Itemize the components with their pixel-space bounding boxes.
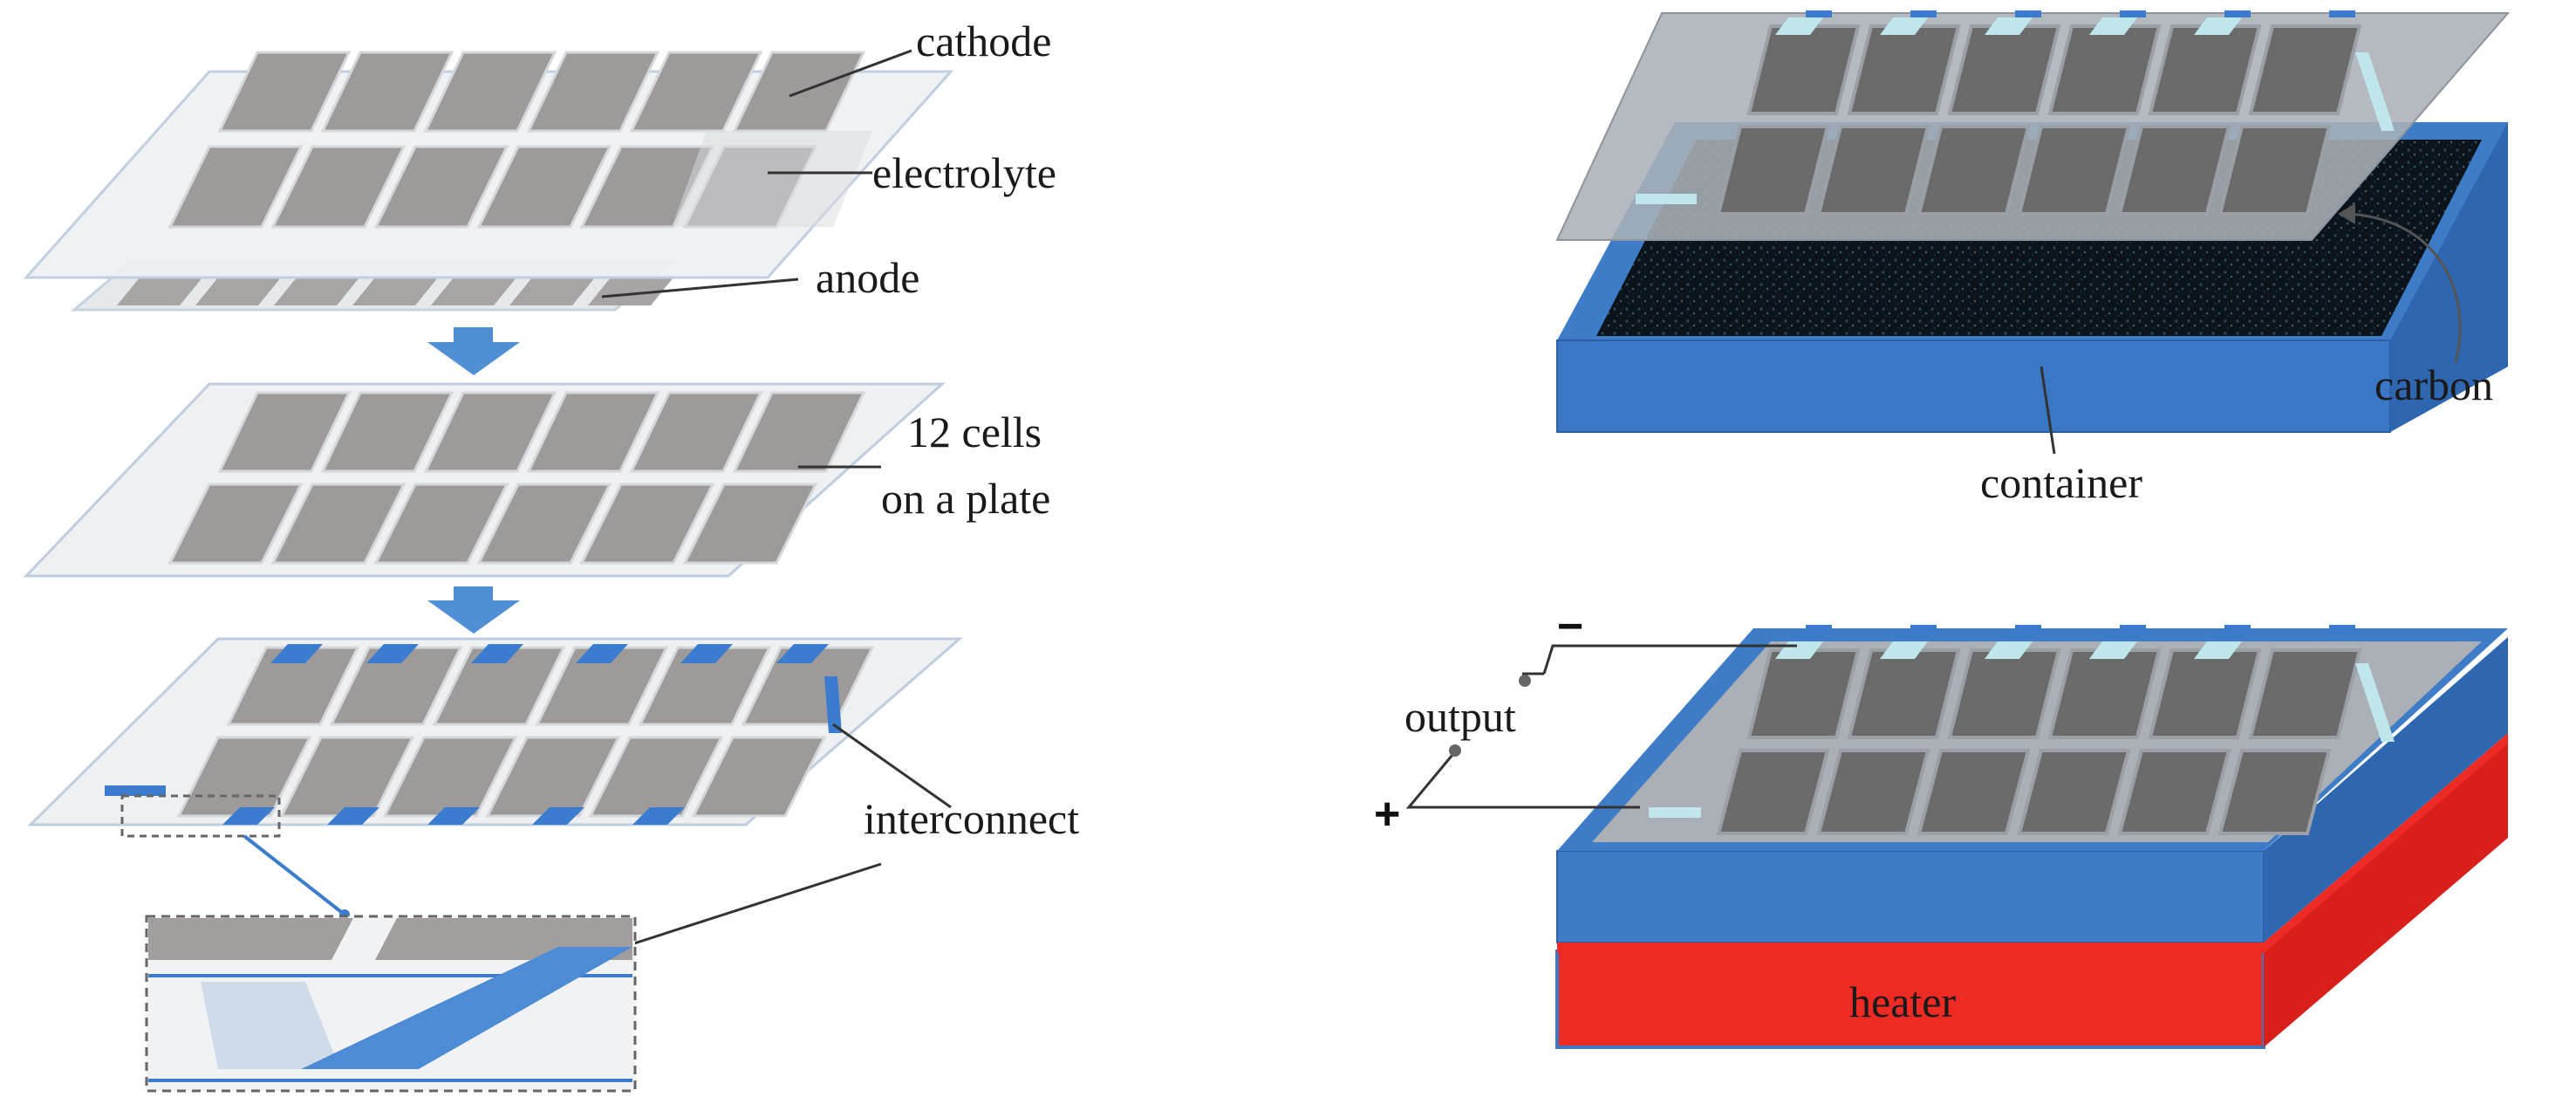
cells-plate [23, 382, 946, 578]
output-wires [1405, 644, 1797, 809]
down-arrow-icon [427, 327, 520, 375]
minus-terminal-icon: − [1557, 601, 1583, 652]
carbon-leader [2346, 212, 2462, 363]
output-label: output [1404, 692, 1516, 741]
cathode-label: cathode [916, 17, 1051, 65]
layer-stack [23, 51, 954, 312]
cells-label-line2: on a plate [881, 474, 1050, 523]
interconnect-tabs [105, 644, 842, 825]
interconnect-label: interconnect [864, 794, 1079, 843]
container-label: container [1980, 458, 2142, 507]
assembled-stack [1555, 625, 2508, 1049]
carbon-label: carbon [2374, 360, 2493, 409]
zoom-box [120, 794, 281, 838]
anode-label: anode [816, 253, 919, 302]
plus-terminal-icon: + [1374, 789, 1400, 840]
left-panel: cathode electrolyte anode 1 [23, 17, 1079, 1093]
container-leader [2040, 366, 2056, 455]
right-panel: carbon container [1374, 10, 2511, 1049]
heater-label: heater [1849, 977, 1956, 1026]
interconnect-detail [145, 915, 637, 1093]
carbon-container [1555, 10, 2511, 433]
interconnected-plate [27, 637, 964, 920]
electrolyte-label: electrolyte [872, 148, 1056, 197]
stage1-leaders [601, 49, 912, 298]
cells-label-line1: 12 cells [907, 408, 1042, 456]
down-arrow-icon [427, 586, 520, 634]
